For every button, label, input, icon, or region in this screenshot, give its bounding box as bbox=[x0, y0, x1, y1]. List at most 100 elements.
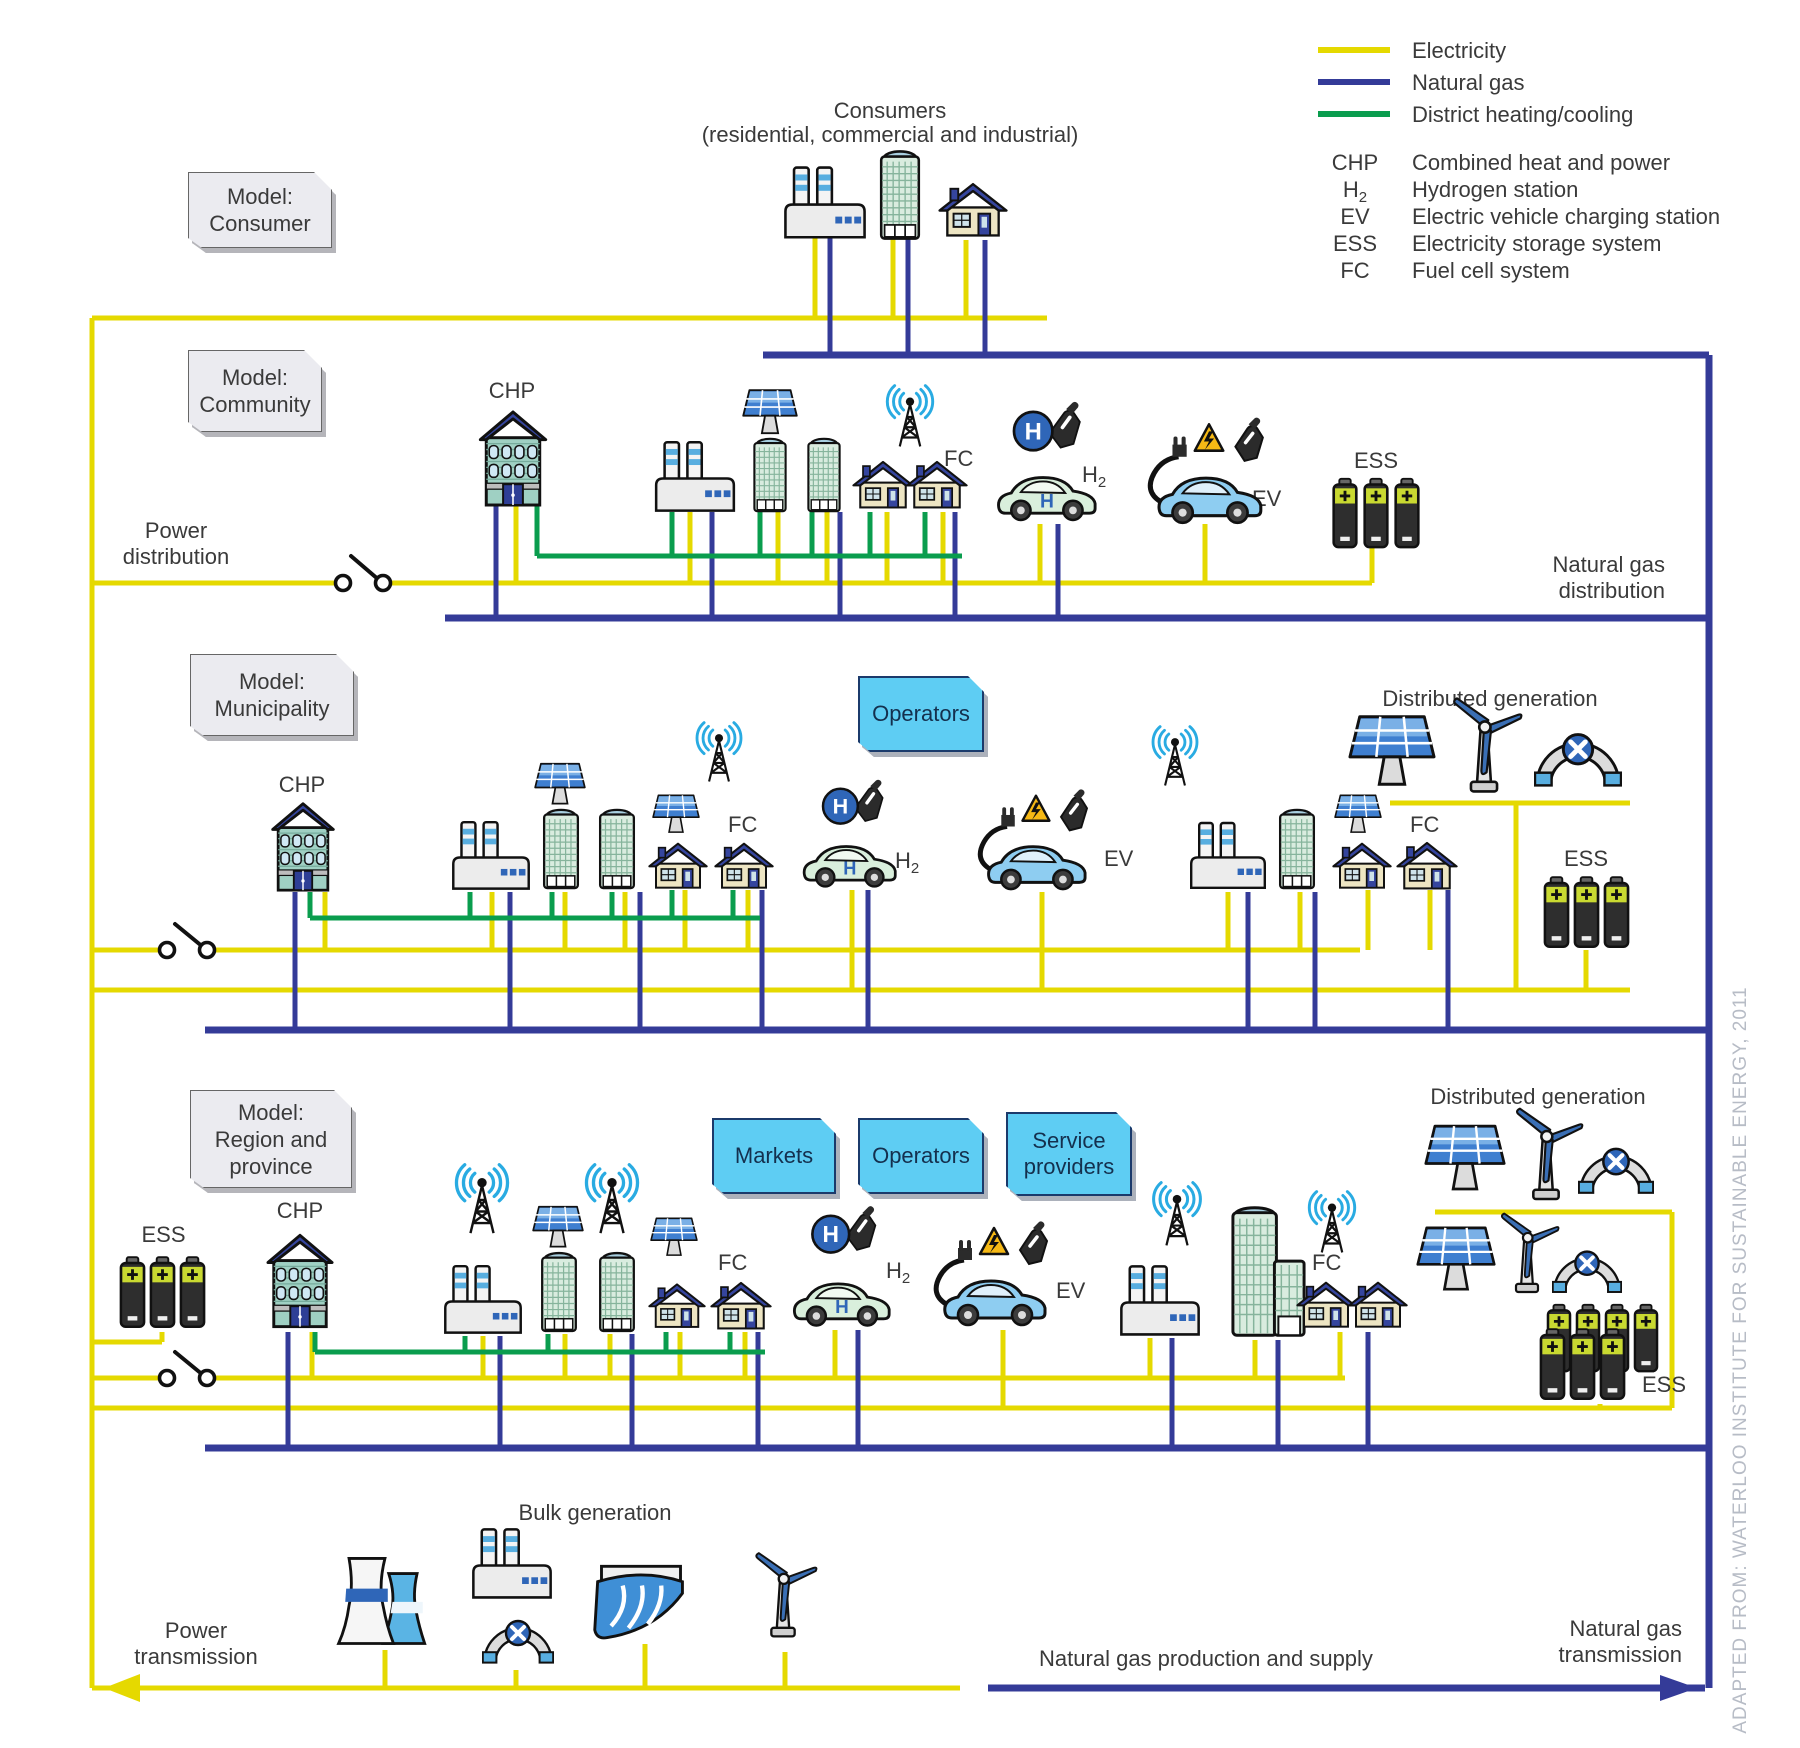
operators-box-municipality: Operators bbox=[858, 676, 984, 752]
battery-icon bbox=[1542, 874, 1571, 950]
hydrogen-car-icon bbox=[992, 462, 1098, 524]
legend-label-natural-gas: Natural gas bbox=[1412, 70, 1525, 95]
wind-turbine-icon bbox=[1508, 1096, 1584, 1210]
model-box-consumer: Model:Consumer bbox=[188, 172, 332, 248]
battery-icon bbox=[1632, 1302, 1660, 1374]
h2-label-municipality: H2 bbox=[895, 848, 920, 877]
legend-abbr-fc: FC bbox=[1340, 258, 1370, 283]
ess-label-community: ESS bbox=[1353, 448, 1399, 473]
ess-label-region-right: ESS bbox=[1642, 1372, 1687, 1397]
ess-label-region-left: ESS bbox=[141, 1222, 186, 1247]
solar-panel-icon bbox=[1348, 708, 1436, 794]
house-icon bbox=[1348, 1276, 1408, 1332]
battery-icon bbox=[1568, 1326, 1597, 1402]
fc-label-community: FC bbox=[944, 446, 974, 471]
factory-icon bbox=[1188, 818, 1268, 892]
chp-building-icon bbox=[266, 1228, 334, 1332]
antenna-icon bbox=[446, 1156, 518, 1244]
ev-car-icon bbox=[1142, 416, 1274, 526]
legend-abbr-chp: CHP bbox=[1331, 150, 1379, 175]
gas-pipeline-icon bbox=[1578, 1134, 1654, 1206]
solar-panel-icon bbox=[534, 760, 586, 808]
hyd rogen-pump-icon bbox=[1008, 400, 1084, 464]
office-tower-icon bbox=[594, 806, 640, 892]
consumers-subtitle: (residential, commercial and industrial) bbox=[701, 122, 1079, 147]
bulk-generation-label: Bulk generation bbox=[518, 1500, 672, 1525]
ev-car-icon bbox=[928, 1218, 1058, 1330]
fc-label-municipality-left: FC bbox=[728, 812, 758, 837]
office-tower-icon bbox=[1274, 806, 1320, 892]
hydrogen-pump-icon bbox=[818, 778, 886, 836]
office-tower-icon bbox=[872, 148, 928, 242]
legend-abbr-ess: ESS bbox=[1332, 231, 1378, 256]
battery-icon bbox=[1598, 1326, 1627, 1402]
factory-icon bbox=[782, 162, 868, 242]
ev-car-icon bbox=[972, 788, 1098, 892]
legend-label-district-heating: District heating/cooling bbox=[1412, 102, 1634, 127]
chp-label-region: CHP bbox=[276, 1198, 324, 1223]
wind-turbine-icon bbox=[1442, 694, 1526, 794]
distributed-generation-label-municipality: Distributed generation bbox=[1382, 686, 1598, 711]
attribution-text: ADAPTED FROM: WATERLOO INSTITUTE FOR SUS… bbox=[1730, 986, 1751, 1734]
legend-label-electricity: Electricity bbox=[1412, 38, 1507, 63]
house-icon bbox=[648, 1278, 706, 1332]
office-tower-icon bbox=[594, 1250, 640, 1334]
battery-icon bbox=[1392, 476, 1422, 550]
natural-gas-line-swatch bbox=[1318, 79, 1390, 85]
natural-gas-production-label: Natural gas production and supply bbox=[1039, 1646, 1373, 1671]
factory-icon bbox=[652, 438, 738, 514]
factory-icon bbox=[450, 818, 532, 892]
operators-box-region: Operators bbox=[858, 1118, 984, 1194]
chp-label-community: CHP bbox=[488, 378, 536, 403]
model-box-municipality: Model:Municipality bbox=[190, 654, 354, 736]
cooling-tower-icon bbox=[332, 1550, 436, 1650]
legend-desc-h2: Hydrogen station bbox=[1412, 177, 1579, 202]
battery-icon bbox=[1330, 476, 1360, 550]
ess-label-municipality: ESS bbox=[1563, 846, 1609, 871]
office-tower-icon bbox=[800, 436, 848, 514]
battery-icon bbox=[1538, 1326, 1567, 1402]
house-icon bbox=[1332, 838, 1392, 892]
chp-label-municipality: CHP bbox=[278, 772, 326, 797]
district-heating-line-swatch bbox=[1318, 111, 1390, 117]
factory-icon bbox=[1118, 1262, 1202, 1338]
battery-icon bbox=[1572, 874, 1601, 950]
chp-building-icon bbox=[478, 408, 548, 507]
fc-label-municipality-right: FC bbox=[1410, 812, 1440, 837]
solar-panel-icon bbox=[1424, 1108, 1506, 1208]
antenna-icon bbox=[576, 1156, 648, 1244]
wind-turbine-icon bbox=[748, 1538, 818, 1650]
legend-desc-ess: Electricity storage system bbox=[1412, 231, 1662, 256]
house-icon bbox=[938, 178, 1008, 240]
wind-turbine-icon bbox=[1494, 1202, 1560, 1302]
house-icon bbox=[648, 838, 708, 892]
battery-icon bbox=[148, 1252, 177, 1332]
solar-panel-icon bbox=[532, 1202, 584, 1252]
markets-box: Markets bbox=[712, 1118, 836, 1194]
house-icon bbox=[1396, 838, 1458, 892]
solar-panel-icon bbox=[1416, 1210, 1496, 1308]
solar-panel-icon bbox=[650, 1214, 698, 1260]
ev-label-municipality: EV bbox=[1104, 846, 1134, 871]
legend-desc-ev: Electric vehicle charging station bbox=[1412, 204, 1721, 229]
hydrogen-car-icon bbox=[788, 1268, 892, 1330]
legend-desc-chp: Combined heat and power bbox=[1412, 150, 1671, 175]
antenna-icon bbox=[1144, 1174, 1210, 1256]
house-icon bbox=[852, 456, 914, 512]
solar-panel-icon bbox=[652, 792, 700, 836]
battery-icon bbox=[1361, 476, 1391, 550]
consumers-title: Consumers bbox=[833, 98, 947, 123]
fc-label-region-left: FC bbox=[718, 1250, 748, 1275]
factory-icon bbox=[470, 1522, 554, 1604]
house-icon bbox=[710, 1278, 772, 1332]
battery-icon bbox=[178, 1252, 207, 1332]
gas-pipeline-icon bbox=[482, 1612, 554, 1670]
gas-pipeline-icon bbox=[1552, 1238, 1622, 1304]
battery-icon bbox=[118, 1252, 147, 1332]
